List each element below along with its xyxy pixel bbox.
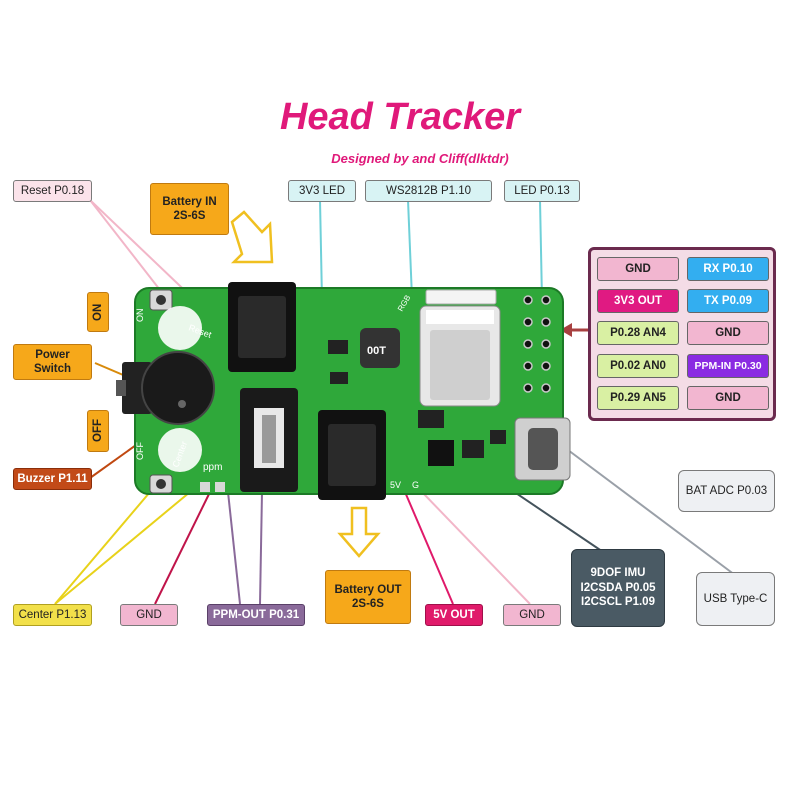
pin-label: P0.02 AN0: [597, 354, 679, 378]
gnd-left-line: [154, 491, 211, 605]
ppm-line-2: [259, 491, 263, 605]
5v-out-label: 5V OUT: [425, 604, 483, 626]
battery-out-label: Battery OUT 2S-6S: [325, 570, 411, 624]
led3v3-line: [319, 199, 323, 301]
power-switch-label: Power Switch: [13, 344, 92, 380]
page-title: Head Tracker: [279, 96, 521, 138]
inductor: [360, 328, 400, 368]
pin-label: PPM-IN P0.30: [687, 354, 769, 378]
ws2812b-line: [407, 199, 413, 299]
5v-line: [404, 491, 454, 605]
usb-type-c-label: USB Type-C: [696, 572, 775, 626]
center-label: Center P1.13: [13, 604, 92, 626]
gnd-mid-line: [421, 491, 531, 605]
pin-label: TX P0.09: [687, 289, 769, 313]
reset-label: Reset P0.18: [13, 180, 92, 202]
led-line: [539, 199, 543, 301]
off-label: OFF: [87, 410, 109, 452]
usb-line: [567, 449, 736, 576]
pin-label: GND: [597, 257, 679, 281]
page-subtitle: Designed by and Cliff(dlktdr): [331, 151, 509, 166]
svg-text:OFF: OFF: [135, 442, 145, 460]
ppm-line-1: [227, 491, 241, 605]
battery-in-label: Battery IN 2S-6S: [150, 183, 229, 235]
center-line-1: [54, 491, 151, 605]
gnd-left-label: GND: [120, 604, 178, 626]
pin-label: GND: [687, 386, 769, 410]
buzzer-label: Buzzer P1.11: [13, 468, 92, 490]
battery-out-arrow: [337, 506, 381, 558]
pin-label: GND: [687, 321, 769, 345]
on-label: ON: [87, 292, 109, 332]
svg-text:ppm: ppm: [203, 462, 222, 473]
led-label: LED P0.13: [504, 180, 580, 202]
reset-line-1: [89, 199, 161, 291]
svg-text:00T: 00T: [367, 345, 386, 357]
gnd-mid-label: GND: [503, 604, 561, 626]
battery-in-arrow: [230, 210, 274, 264]
svg-text:ON: ON: [135, 309, 145, 323]
pin-label: P0.29 AN5: [597, 386, 679, 410]
pin-label: P0.28 AN4: [597, 321, 679, 345]
center-line-2: [54, 491, 191, 605]
imu-chip: [428, 440, 454, 466]
svg-text:5V: 5V: [390, 480, 401, 490]
buzzer: [141, 351, 215, 425]
pin-label: 3V3 OUT: [597, 289, 679, 313]
ppm-out-label: PPM-OUT P0.31: [207, 604, 305, 626]
ws2812b-label: WS2812B P1.10: [365, 180, 492, 202]
pin-header: [523, 295, 551, 393]
led-3v3-label: 3V3 LED: [288, 180, 356, 202]
svg-text:G: G: [412, 480, 419, 490]
imu-label: 9DOF IMU I2CSDA P0.05 I2CSCL P1.09: [571, 549, 665, 627]
bat-adc-label: BAT ADC P0.03: [678, 470, 775, 512]
pin-label: RX P0.10: [687, 257, 769, 281]
